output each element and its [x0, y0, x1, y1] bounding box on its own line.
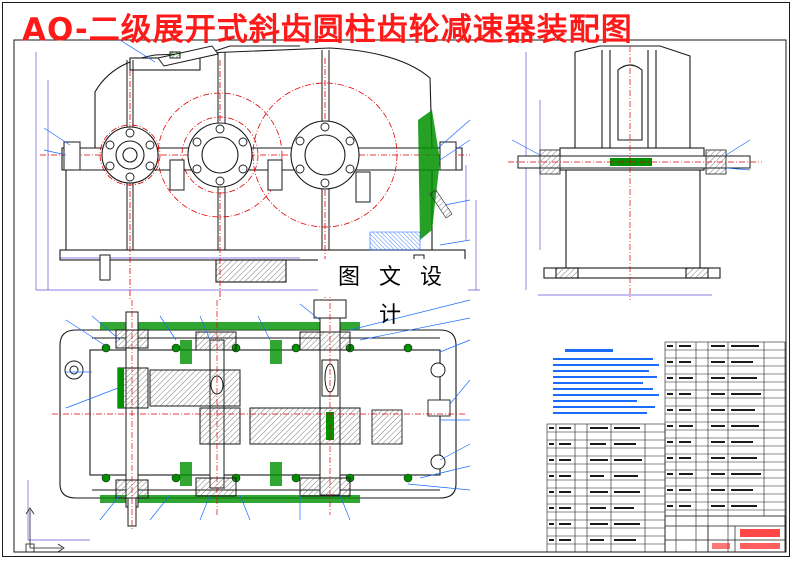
- plan-green-flanges: [100, 322, 360, 503]
- watermark-label: 图 文 设 计: [318, 259, 468, 328]
- side-view: [508, 45, 762, 300]
- front-view: [35, 39, 480, 300]
- side-leaders: [511, 139, 751, 171]
- title-block: [664, 515, 786, 553]
- front-bearing-caps: [101, 120, 360, 190]
- parts-list-right-entries: [667, 345, 761, 507]
- plan-leaders: [65, 299, 471, 521]
- plan-housing: [59, 329, 457, 499]
- front-view-dimensions: [35, 52, 480, 291]
- parts-list-left-entries: [549, 427, 642, 541]
- side-shaft: [508, 46, 762, 300]
- ucs-icon: [25, 507, 65, 553]
- plan-center-lines: [52, 292, 466, 530]
- front-inspection-cover: [157, 45, 219, 67]
- side-dimensions: [525, 52, 712, 296]
- parts-list-right: [664, 341, 786, 553]
- front-green-section: [369, 110, 453, 251]
- plan-view: [25, 292, 471, 553]
- plan-dimensions: [27, 480, 90, 541]
- front-leaders: [43, 39, 471, 246]
- technical-requirements-notes: [553, 349, 659, 414]
- plan-oil-plug: [371, 399, 451, 445]
- plan-input-shaft: [115, 311, 149, 527]
- front-cap-bolts: [105, 122, 355, 188]
- drawing-title: AO-二级展开式斜齿圆柱齿轮减速器装配图: [22, 12, 633, 48]
- parts-list-left: [546, 423, 666, 553]
